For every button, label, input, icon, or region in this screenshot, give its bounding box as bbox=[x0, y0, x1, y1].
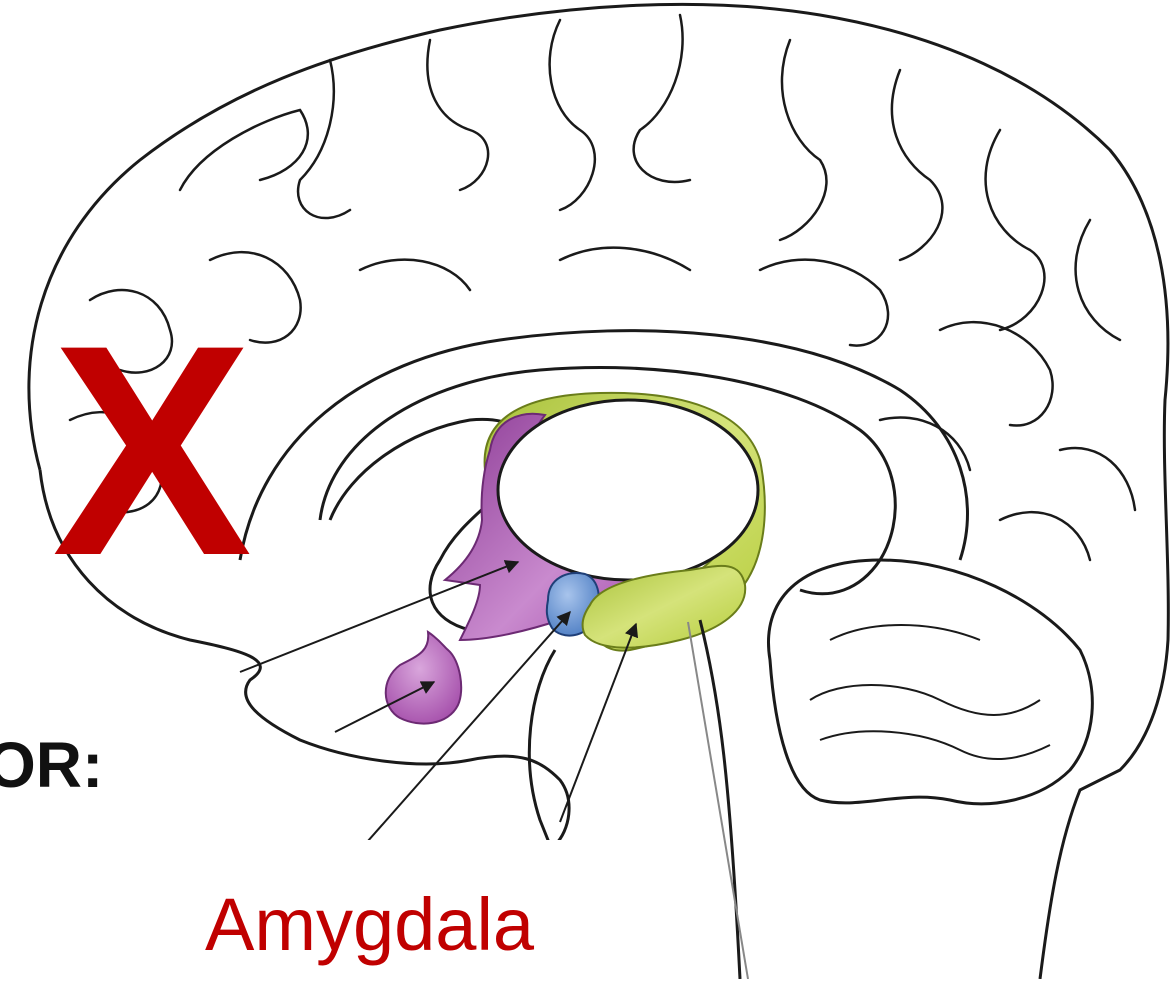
thalamus-ellipse bbox=[498, 400, 758, 580]
amygdala-label: Amygdala bbox=[205, 888, 534, 962]
or-label: OR: bbox=[0, 728, 103, 802]
cerebellum-outline bbox=[768, 560, 1092, 804]
cerebellum-folia bbox=[810, 625, 1050, 759]
x-mark: X bbox=[52, 300, 252, 600]
pituitary-structure bbox=[386, 632, 461, 724]
leader-brainstem bbox=[688, 622, 748, 979]
arrow-hippocampus bbox=[560, 624, 636, 822]
